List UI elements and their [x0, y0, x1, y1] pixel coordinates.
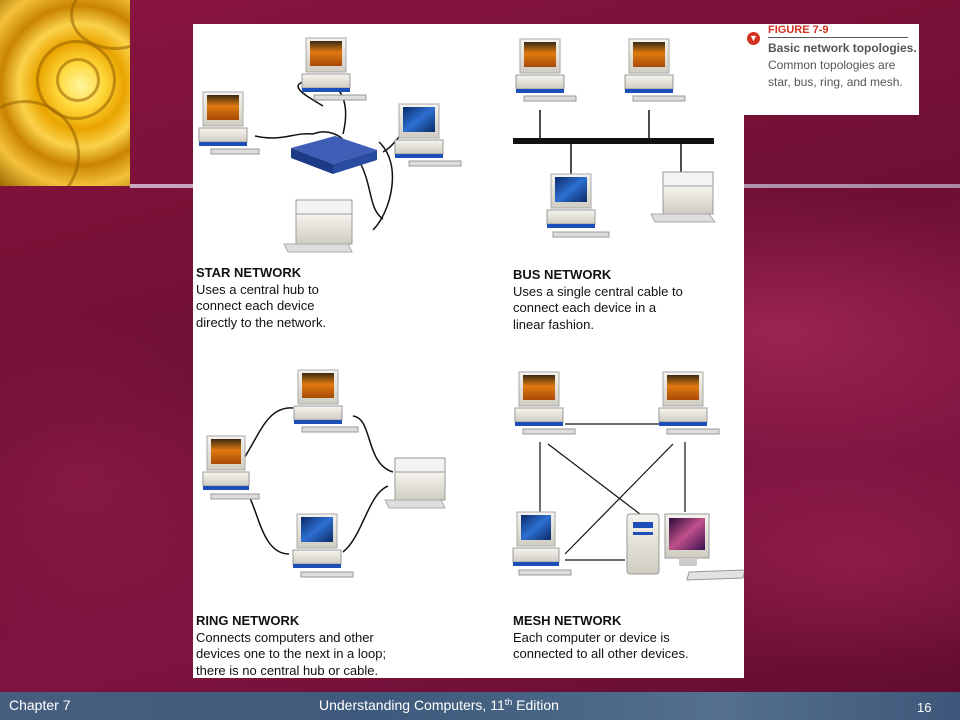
star-hub [291, 136, 377, 174]
footer-book-title: Understanding Computers, 11th Edition [319, 697, 559, 713]
slide-footer: Chapter 7 Understanding Computers, 11th … [0, 692, 960, 720]
figure-number: FIGURE 7-9 [768, 24, 829, 36]
star-network-title: STAR NETWORK [196, 265, 302, 280]
star-network-caption: STAR NETWORK Uses a central hub to conne… [196, 265, 456, 331]
ring-network-title: RING NETWORK [196, 613, 300, 628]
bus-backbone [513, 138, 714, 144]
mesh-network-caption: MESH NETWORK Each computer or device is … [513, 613, 743, 663]
mesh-network-diagram [539, 423, 686, 561]
printer-units [283, 171, 716, 509]
footer-title-sup: th [504, 697, 513, 707]
ring-network-description: Connects computers and other devices one… [196, 629, 387, 678]
star-network-description: Uses a central hub to connect each devic… [196, 281, 327, 330]
figure-label-box: ▼ FIGURE 7-9 Basic network topologies. C… [744, 24, 919, 115]
star-network-diagram [254, 78, 419, 231]
footer-title-main: Understanding Computers, 11 [319, 697, 505, 713]
mesh-network-description: Each computer or device is connected to … [513, 629, 689, 662]
mesh-network-title: MESH NETWORK [513, 613, 622, 628]
figure-panel: STAR NETWORK Uses a central hub to conne… [193, 24, 744, 678]
bus-drops [539, 110, 682, 174]
footer-page-number: 16 [917, 700, 932, 715]
figure-caption: Basic network topologies. Common topolog… [768, 40, 918, 91]
bus-network-title: BUS NETWORK [513, 267, 612, 282]
figure-badge-icon: ▼ [747, 32, 760, 45]
topology-diagrams [198, 37, 744, 581]
bus-network-caption: BUS NETWORK Uses a single central cable … [513, 267, 743, 333]
bus-network-diagram [513, 110, 714, 174]
figure-caption-title: Basic network topologies. [768, 41, 917, 55]
footer-chapter: Chapter 7 [9, 697, 71, 713]
footer-title-end: Edition [512, 697, 559, 713]
figure-caption-description: Common topologies are star, bus, ring, a… [768, 58, 903, 89]
computer-units [198, 37, 744, 581]
rose-image [0, 0, 130, 186]
figure-label-divider [768, 37, 908, 38]
bus-network-description: Uses a single central cable to connect e… [513, 283, 683, 332]
ring-network-caption: RING NETWORK Connects computers and othe… [196, 613, 496, 679]
